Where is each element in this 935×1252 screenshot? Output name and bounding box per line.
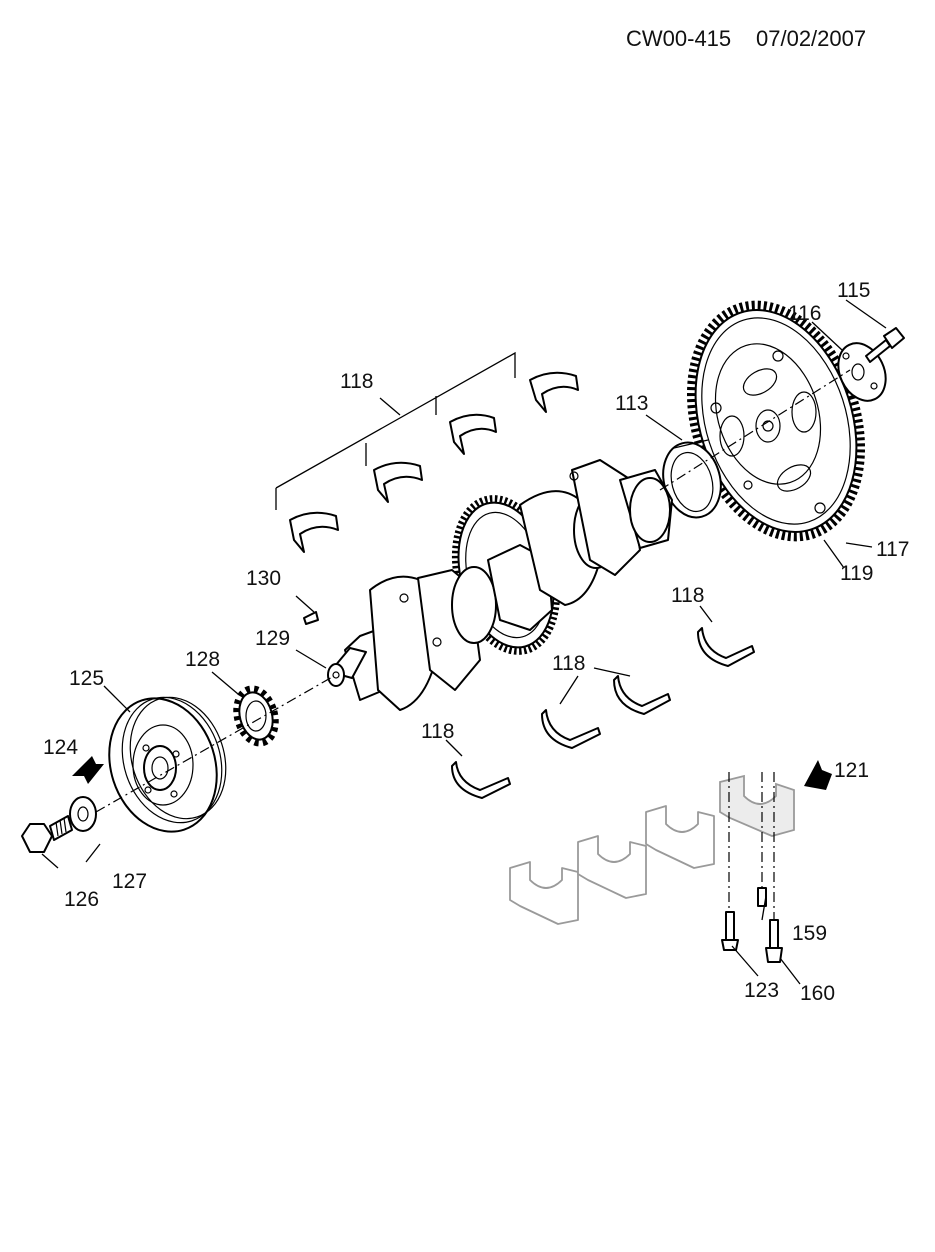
callout-130: 130	[246, 567, 281, 590]
callout-159: 159	[792, 922, 827, 945]
callout-125: 125	[69, 667, 104, 690]
callout-128: 128	[185, 648, 220, 671]
lower-bearing-shells	[451, 627, 755, 799]
callout-118: 118	[552, 652, 585, 675]
callout-117: 117	[876, 538, 909, 561]
callout-118: 118	[340, 370, 373, 393]
view-arrow-121	[804, 760, 832, 790]
callout-160: 160	[800, 982, 835, 1005]
callout-124: 124	[43, 736, 78, 759]
callout-116: 116	[788, 302, 821, 325]
document-code: CW00-415	[626, 26, 731, 51]
view-arrow-124	[72, 756, 104, 784]
damper-pulley	[108, 696, 227, 833]
callout-113: 113	[615, 392, 648, 415]
callout-119: 119	[840, 562, 873, 585]
bearing-caps-grey	[509, 805, 715, 925]
crank-sprocket	[233, 685, 279, 747]
flexplate	[686, 300, 866, 542]
bearing-cap-121	[719, 774, 795, 837]
callout-118: 118	[671, 584, 704, 607]
rear-axis	[659, 369, 851, 491]
washer	[69, 796, 97, 832]
document-date: 07/02/2007	[756, 26, 866, 51]
callout-121: 121	[834, 759, 869, 782]
flexplate-bolt	[865, 327, 905, 363]
crankshaft	[327, 459, 673, 711]
callout-118: 118	[421, 720, 454, 743]
callout-126: 126	[64, 888, 99, 911]
assembly-axis	[95, 675, 335, 813]
callout-123: 123	[744, 979, 779, 1002]
upper-bearing-shells	[289, 371, 579, 553]
woodruff-key	[303, 611, 319, 625]
callout-127: 127	[112, 870, 147, 893]
callout-labels: 118 113 115 116 117 119 118 118 118 130 …	[43, 279, 909, 1005]
callout-115: 115	[837, 279, 870, 302]
damper-bolt	[21, 815, 73, 853]
leader-lines	[41, 299, 887, 985]
callout-129: 129	[255, 627, 290, 650]
